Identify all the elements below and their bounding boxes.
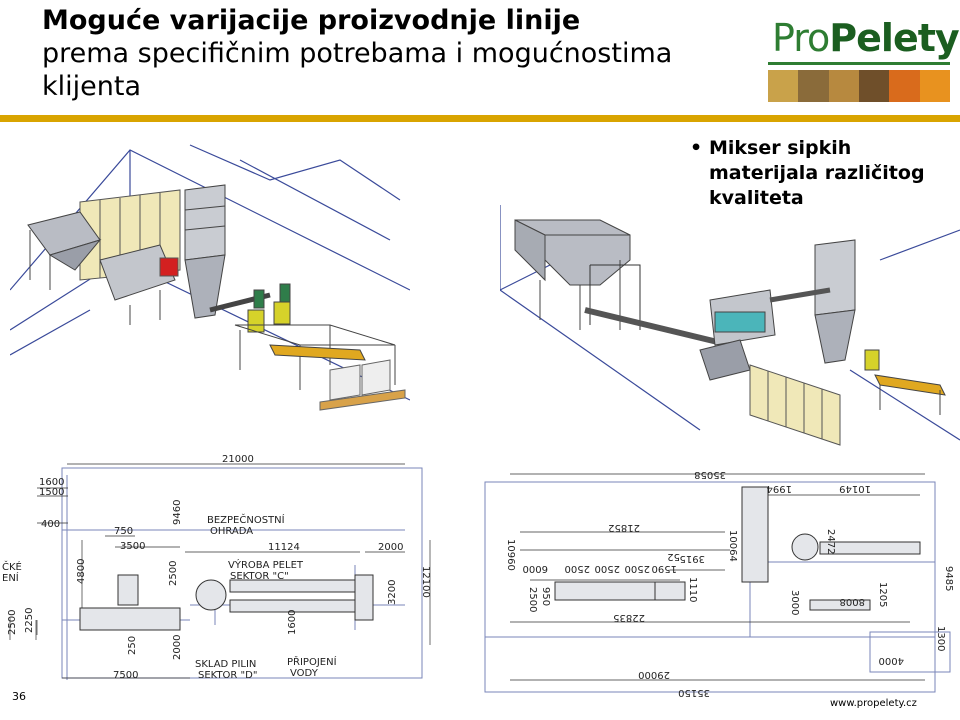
- dim-400: 400: [41, 519, 60, 530]
- dim-8008: 8008: [840, 596, 865, 607]
- dim-22835: 22835: [613, 612, 645, 623]
- dim-1600: 1600: [39, 477, 64, 488]
- dim-9460: 9460: [172, 500, 183, 525]
- label-sklad-pilin: SKLAD PILIN: [195, 659, 256, 670]
- dim-2500c: 2500: [625, 563, 650, 574]
- propelety-logo: ProPelety: [768, 10, 960, 102]
- page-number: 36: [12, 690, 26, 703]
- title-line-1: Moguće varijacije proizvodnje linije: [42, 5, 581, 36]
- logo-strip-pellets: [828, 70, 859, 102]
- label-bezpecnostni: BEZPEČNOSTNÍ: [207, 513, 285, 526]
- dim-1300: 1300: [935, 626, 946, 651]
- bullet-dot-icon: •: [690, 137, 703, 159]
- label-vody: VODY: [290, 668, 319, 679]
- logo-wordmark: ProPelety: [772, 16, 960, 60]
- dim-10149: 10149: [839, 483, 871, 494]
- logo-part-pelety: Pelety: [829, 16, 959, 60]
- line-render-right: [500, 205, 960, 446]
- logo-strip-wood: [858, 70, 890, 102]
- floor-plan-left: 21000 1600 1500 400 750 3500 11124 2000 …: [2, 454, 431, 681]
- dim-1110: 1110: [687, 577, 698, 602]
- dim-2500a: 2500: [565, 563, 590, 574]
- label-sektor-c: SEKTOR "C": [230, 571, 289, 582]
- title-line-3: klijenta: [42, 71, 141, 102]
- label-pripojeni: PŘIPOJENÍ: [287, 655, 337, 668]
- dim-3915: 3915: [680, 553, 705, 564]
- dim-4000: 4000: [879, 655, 904, 666]
- dim-29000: 29000: [638, 669, 670, 680]
- dim-6000: 6000: [523, 563, 548, 574]
- dim-3200: 3200: [387, 580, 398, 605]
- dim-3500: 3500: [120, 541, 145, 552]
- logo-strip-flame: [919, 70, 950, 102]
- dim-2500: 2500: [168, 561, 179, 586]
- dim-10064: 10064: [727, 530, 738, 562]
- label-vyroba-pelet: VÝROBA PELET: [228, 558, 304, 571]
- title-divider: [0, 115, 960, 122]
- slide-title: Moguće varijacije proizvodnje linije pre…: [42, 4, 742, 103]
- dim-10960: 10960: [505, 539, 516, 571]
- dim-2000b: 2000: [172, 635, 183, 660]
- title-line-2: prema specifičnim potrebama i mogućnosti…: [42, 38, 673, 69]
- logo-strip-machine: [798, 70, 829, 102]
- logo-part-pro: Pro: [772, 16, 830, 60]
- dim-2500b: 2500: [595, 563, 620, 574]
- label-eni: ENÍ: [2, 571, 19, 584]
- website-url: www.propelety.cz: [830, 698, 917, 709]
- dim-7500: 7500: [113, 670, 138, 681]
- dim-11124: 11124: [268, 542, 300, 553]
- dim-950: 950: [540, 587, 551, 606]
- bullet-text: Mikser sipkih materijala različitog kval…: [709, 137, 925, 209]
- logo-strip-fire: [889, 70, 920, 102]
- label-cke: ČKÉ: [2, 560, 22, 573]
- logo-underline: [768, 62, 950, 65]
- dim-12100: 12100: [420, 566, 431, 598]
- dim-250: 250: [127, 636, 138, 655]
- line-render-left: [10, 144, 410, 411]
- dim-3000: 3000: [789, 590, 800, 615]
- dim-2000a: 2000: [378, 542, 403, 553]
- dim-52: 52: [667, 551, 680, 562]
- dim-35150: 35150: [678, 687, 710, 698]
- floor-plan-right: 35058 21852 22835 29000 35150 10149 1994…: [484, 469, 954, 698]
- logo-photo-strip: [768, 70, 950, 102]
- dim-1994: 1994: [767, 483, 792, 494]
- dim-9485: 9485: [943, 566, 954, 591]
- dim-21000: 21000: [222, 454, 254, 465]
- dim-2500d: 2500: [527, 587, 538, 612]
- dim-750: 750: [114, 526, 133, 537]
- dim-35058: 35058: [694, 469, 726, 480]
- dim-2250: 2250: [24, 608, 35, 633]
- dim-1590: 1590: [652, 563, 677, 574]
- dim-2472: 2472: [825, 529, 836, 554]
- dim-21852: 21852: [608, 522, 640, 533]
- dim-1500: 1500: [39, 487, 64, 498]
- dim-2500b: 2500: [7, 610, 18, 635]
- dim-1205: 1205: [877, 582, 888, 607]
- label-sektor-d: SEKTOR "D": [198, 670, 257, 681]
- label-ohrada: OHRADA: [210, 526, 253, 537]
- dim-1600b: 1600: [287, 610, 298, 635]
- dim-4800: 4800: [76, 559, 87, 584]
- logo-strip-hay: [768, 70, 799, 102]
